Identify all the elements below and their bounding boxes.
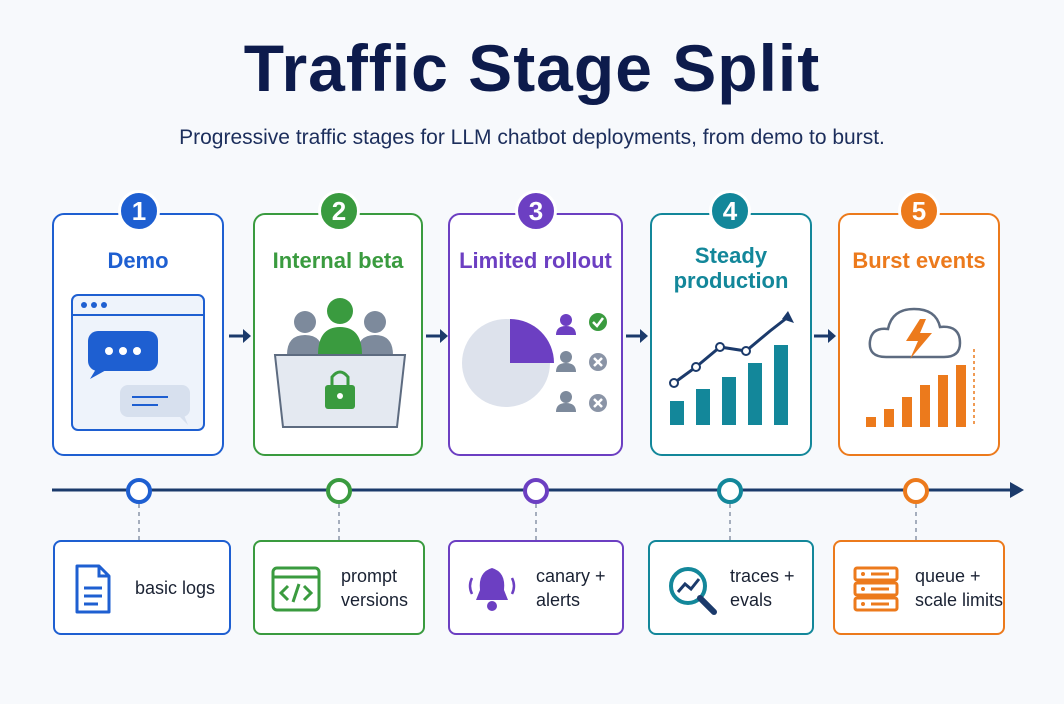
server-stack-icon <box>853 566 899 612</box>
timeline-node-1 <box>126 478 152 504</box>
tool-label: prompt versions <box>341 565 409 610</box>
stage-title: Demo <box>107 248 169 273</box>
tool-box-canary-alerts: canary + alerts <box>448 540 624 635</box>
tool-box-traces-evals: traces + evals <box>648 540 814 635</box>
chat-window-icon <box>71 294 205 431</box>
page-title: Traffic Stage Split <box>243 31 821 105</box>
page-subtitle: Progressive traffic stages for LLM chatb… <box>179 126 885 149</box>
stage-title: Steady production <box>673 243 789 293</box>
tool-box-prompt-versions: prompt versions <box>253 540 425 635</box>
code-window-icon <box>271 566 321 612</box>
stage-number-badge: 1 <box>118 190 160 232</box>
stage-card-steady-production: Steady production <box>650 213 812 456</box>
document-icon <box>75 564 111 614</box>
cloud-bolt-bars-icon <box>866 307 975 427</box>
timeline-node-3 <box>523 478 549 504</box>
tool-label: traces + evals <box>730 565 795 610</box>
growth-chart-icon <box>669 311 794 425</box>
stage-card-burst-events: Burst events <box>838 213 1000 456</box>
arrow-right-icon <box>229 329 251 343</box>
stage-card-demo: Demo <box>52 213 224 456</box>
bell-icon <box>468 568 516 611</box>
stage-number-badge: 3 <box>515 190 557 232</box>
arrow-right-icon <box>426 329 448 343</box>
arrow-right-icon <box>626 329 648 343</box>
timeline-node-5 <box>903 478 929 504</box>
timeline-node-4 <box>717 478 743 504</box>
stage-title: Internal beta <box>272 248 404 273</box>
team-lock-icon <box>273 298 407 428</box>
tool-box-queue-scale-limits: queue + scale limits <box>833 540 1005 635</box>
stage-title: Burst events <box>852 248 986 273</box>
stage-number-badge: 2 <box>318 190 360 232</box>
timeline-connectors <box>138 504 917 540</box>
stage-number-badge: 4 <box>709 190 751 232</box>
tool-label: queue + scale limits <box>915 565 1004 610</box>
tool-label: basic logs <box>135 577 216 598</box>
magnifier-chart-icon <box>669 567 717 615</box>
arrow-right-icon <box>814 329 836 343</box>
pie-users-icon <box>462 313 607 412</box>
tool-label: canary + alerts <box>536 565 606 610</box>
stage-card-limited-rollout: Limited rollout <box>448 213 623 456</box>
stage-title: Limited rollout <box>459 248 612 273</box>
tool-box-basic-logs: basic logs <box>53 540 231 635</box>
stage-number-badge: 5 <box>898 190 940 232</box>
stage-card-internal-beta: Internal beta <box>253 213 423 456</box>
timeline-node-2 <box>326 478 352 504</box>
